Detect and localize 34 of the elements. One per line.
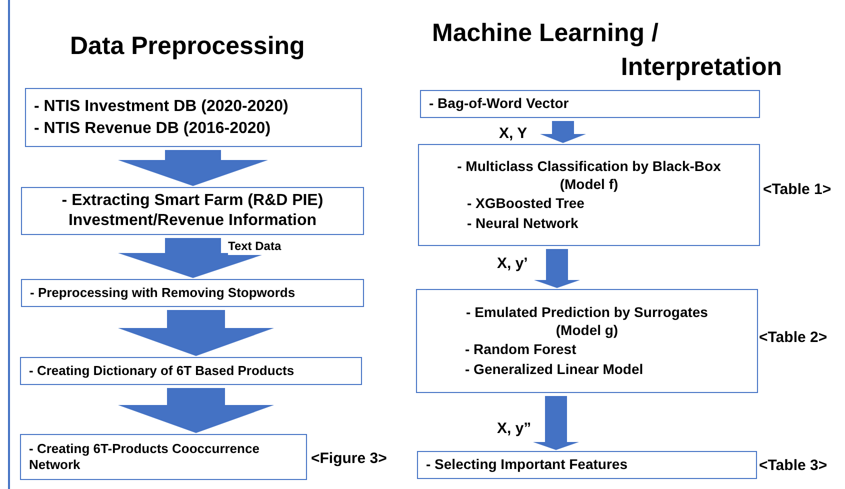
box-text: - Creating 6T-Products Cooccurrence Network — [29, 440, 260, 474]
box-text: - Preprocessing with Removing Stopwords — [30, 284, 296, 302]
block-arrow — [540, 121, 586, 143]
process-box — [21, 279, 364, 307]
box-text: - Creating Dictionary of 6T Based Products — [29, 362, 296, 380]
section-heading: Data Preprocessing — [70, 31, 305, 62]
box-text: - Random Forest — [464, 341, 578, 358]
section-heading: Machine Learning / Interpretation — [432, 18, 782, 83]
process-box — [420, 90, 760, 118]
box-text: - Emulated Prediction by Surrogates (Model g) — [465, 304, 709, 339]
process-box — [25, 88, 362, 147]
block-arrow — [118, 150, 268, 186]
reference-label: <Table 3> — [759, 456, 828, 476]
process-box — [20, 434, 307, 480]
process-box — [20, 357, 362, 385]
reference-label: <Table 1> — [763, 180, 832, 200]
block-arrow — [534, 249, 580, 288]
box-text: - Neural Network — [466, 214, 580, 232]
process-box — [21, 187, 364, 235]
box-text: - XGBoosted Tree — [466, 195, 586, 212]
process-box — [417, 451, 757, 479]
box-text: - Multiclass Classification by Black-Box (Model f) — [456, 158, 722, 193]
reference-label: <Table 2> — [759, 328, 828, 348]
block-arrow — [118, 388, 274, 433]
box-text: - NTIS Revenue DB (2016-2020) — [34, 118, 272, 138]
reference-label: <Figure 3> — [311, 449, 387, 469]
process-box — [418, 144, 760, 246]
process-box — [416, 289, 758, 393]
box-text: - Selecting Important Features — [426, 456, 628, 474]
block-arrow — [533, 396, 579, 450]
box-text: - Generalized Linear Model — [464, 360, 644, 378]
box-text: - NTIS Investment DB (2020-2020) — [34, 96, 290, 116]
box-text: - Extracting Smart Farm (R&D PIE) Investment/Revenue Information — [60, 191, 324, 231]
box-text: - Bag-of-Word Vector — [429, 95, 570, 113]
